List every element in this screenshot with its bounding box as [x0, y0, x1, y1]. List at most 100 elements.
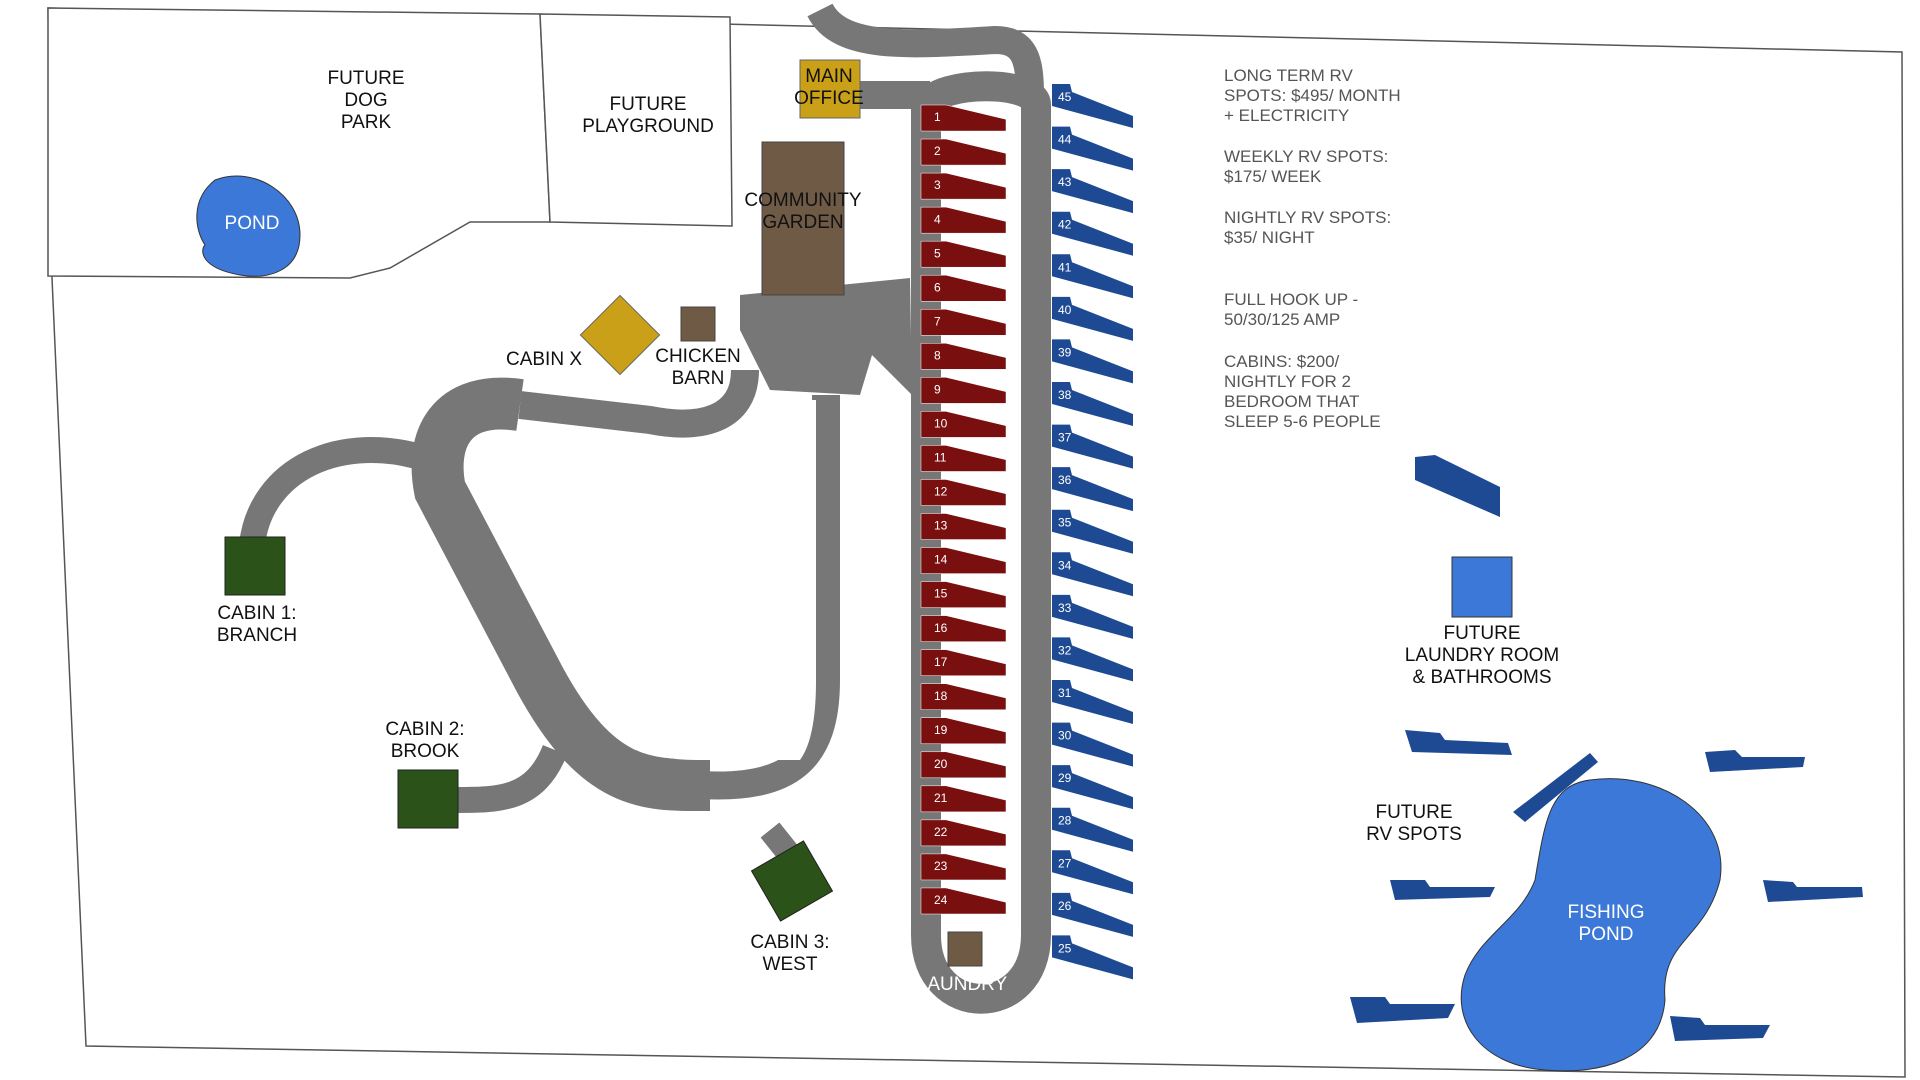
- pricing-info: LONG TERM RV SPOTS: $495/ MONTH + ELECTR…: [1224, 66, 1401, 431]
- cabin-1: [224, 536, 286, 596]
- future-rv-spot: [1763, 880, 1863, 902]
- future-laundry-label: FUTURE: [1443, 623, 1520, 644]
- rv-spot-17: [920, 649, 1007, 676]
- rv-spot-23: [920, 853, 1007, 881]
- rv-spot-1: [920, 104, 1007, 132]
- future-rv-label: FUTURE: [1375, 802, 1452, 823]
- rv-spot-6: [920, 274, 1007, 302]
- rv-spot-2: [920, 138, 1007, 166]
- rv-spot-26: [1052, 892, 1133, 937]
- rv-spot-number: 4: [934, 212, 941, 226]
- rv-spot-number: 21: [934, 791, 948, 805]
- cabin-pricing: SLEEP 5-6 PEOPLE: [1224, 412, 1381, 431]
- laundry-label: LAUNDRY: [917, 974, 1008, 995]
- rv-spot-number: 28: [1058, 814, 1072, 828]
- rv-spot-11: [920, 445, 1007, 472]
- cabin-pricing: BEDROOM THAT: [1224, 392, 1359, 411]
- rv-spot-9: [920, 377, 1007, 404]
- rv-spot-number: 8: [934, 348, 941, 362]
- roads: [239, 2, 1051, 1014]
- rv-spot-number: 44: [1058, 133, 1072, 147]
- rv-spot-27: [1052, 850, 1133, 895]
- cabin-3: [750, 840, 834, 922]
- rv-spot-number: 43: [1058, 175, 1072, 189]
- rv-spot-20: [920, 751, 1007, 779]
- rv-spot-41: [1052, 254, 1133, 299]
- cabin-2-label: BROOK: [391, 741, 460, 762]
- rv-spot-number: 19: [934, 723, 948, 737]
- future-rv-spot: [1705, 750, 1805, 772]
- rv-spot-43: [1052, 169, 1133, 214]
- rv-spot-40: [1052, 296, 1133, 341]
- road-plaza: [740, 278, 912, 395]
- dog-park-label: DOG: [344, 90, 387, 111]
- future-rv-spot: [1670, 1016, 1770, 1041]
- fishing-pond: [1460, 778, 1722, 1072]
- playground-label: PLAYGROUND: [582, 116, 714, 137]
- dog-park-label: FUTURE: [327, 68, 404, 89]
- chicken-barn: [680, 306, 716, 342]
- rv-spot-number: 24: [934, 893, 948, 907]
- rv-spot-12: [920, 479, 1007, 506]
- rv-spot-number: 9: [934, 382, 941, 396]
- cabin-x-label: CABIN X: [506, 349, 582, 370]
- rv-spot-number: 13: [934, 519, 948, 533]
- future-laundry-label: LAUNDRY ROOM: [1405, 645, 1560, 666]
- laundry-building: [947, 931, 983, 967]
- community-garden: [761, 141, 845, 296]
- rv-spot-number: 45: [1058, 90, 1072, 104]
- rv-spot-number: 5: [934, 246, 941, 260]
- rv-spot-number: 3: [934, 178, 941, 192]
- rv-spot-31: [1052, 680, 1133, 724]
- rv-spot-number: 12: [934, 485, 948, 499]
- long-term-pricing: + ELECTRICITY: [1224, 106, 1349, 125]
- rv-spot-number: 17: [934, 655, 948, 669]
- future-rv-spot: [1350, 997, 1455, 1023]
- rv-spot-number: 38: [1058, 388, 1072, 402]
- future-rv-spot: [1405, 730, 1512, 755]
- nightly-pricing: $35/ NIGHT: [1224, 228, 1315, 247]
- community-garden-label: GARDEN: [762, 212, 843, 233]
- rv-spot-number: 36: [1058, 473, 1072, 487]
- rv-spot-number: 22: [934, 825, 948, 839]
- rv-spot-number: 33: [1058, 601, 1072, 615]
- rv-spot-39: [1052, 339, 1133, 384]
- rv-spot-number: 11: [934, 451, 947, 465]
- weekly-pricing: WEEKLY RV SPOTS:: [1224, 147, 1388, 166]
- rv-spot-5: [920, 240, 1007, 268]
- cabin-2: [397, 769, 459, 829]
- rv-spot-15: [920, 581, 1007, 608]
- rv-spot-number: 7: [934, 314, 941, 328]
- rv-spot-4: [920, 206, 1007, 234]
- weekly-pricing: $175/ WEEK: [1224, 167, 1322, 186]
- dog-park-label: PARK: [341, 112, 392, 133]
- cabin-3-label: WEST: [763, 954, 818, 975]
- chicken-barn-label: CHICKEN: [655, 346, 741, 367]
- map-labels: FUTURE DOG PARK FUTURE PLAYGROUND POND M…: [217, 66, 1645, 995]
- rv-spot-42: [1052, 211, 1133, 256]
- rv-spot-34: [1052, 552, 1133, 597]
- rv-spot-number: 42: [1058, 218, 1072, 232]
- rv-spot-29: [1052, 765, 1133, 810]
- future-laundry-bathrooms: [1451, 556, 1513, 618]
- future-rv-spot: [1513, 753, 1598, 822]
- rv-spot-number: 6: [934, 280, 941, 294]
- rv-spot-8: [920, 343, 1007, 370]
- rv-spot-21: [920, 785, 1007, 813]
- chicken-barn-label: BARN: [672, 368, 725, 389]
- long-term-pricing: SPOTS: $495/ MONTH: [1224, 86, 1401, 105]
- pond-label: POND: [225, 213, 280, 234]
- rv-spot-32: [1052, 637, 1133, 682]
- rv-spot-16: [920, 615, 1007, 642]
- rv-spot-19: [920, 717, 1007, 745]
- rv-spot-22: [920, 819, 1007, 847]
- rv-spot-number: 27: [1058, 856, 1072, 870]
- rv-spot-44: [1052, 126, 1133, 171]
- rv-spot-45: [1052, 84, 1133, 128]
- rv-spot-number: 30: [1058, 729, 1072, 743]
- rv-spot-28: [1052, 807, 1133, 852]
- rv-spot-number: 18: [934, 689, 948, 703]
- cabin-3-label: CABIN 3:: [750, 932, 829, 953]
